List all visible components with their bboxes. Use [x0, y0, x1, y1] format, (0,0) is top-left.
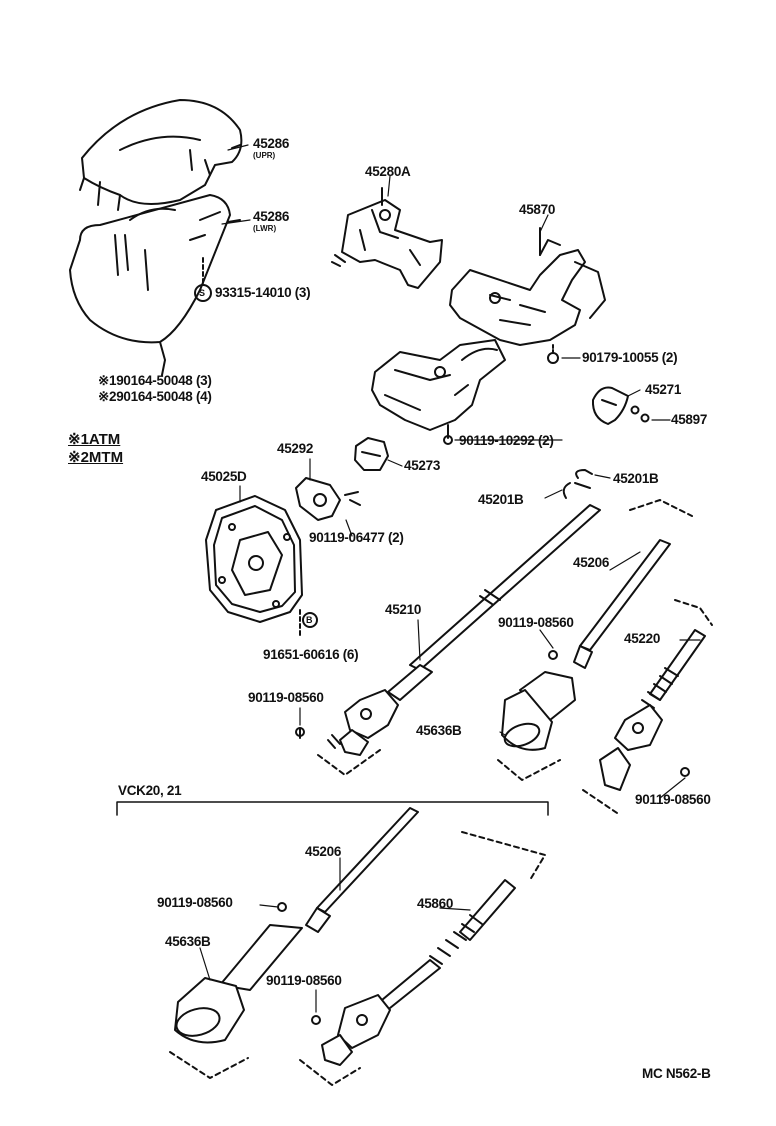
label-45210: 45210 — [385, 602, 422, 617]
lower-housing — [371, 339, 506, 431]
label-90179: 90179-10055 (2) — [582, 350, 678, 365]
s-mark-text: S — [199, 288, 206, 298]
label-45286-upr-sub: (UPR) — [253, 151, 276, 160]
snap-ring-b — [575, 469, 593, 479]
label-190164: ※190164-50048 (3) — [98, 373, 212, 388]
lower-column-cover — [69, 194, 231, 376]
label-90119-10292: 90119-10292 (2) — [459, 433, 554, 448]
label-45286-lwr-sub: (LWR) — [253, 224, 277, 233]
bolt-90119-08560-b — [680, 767, 690, 777]
label-45206-bottom: 45206 — [305, 844, 342, 859]
tilt-bracket-45280a — [331, 199, 443, 289]
label-290164: ※290164-50048 (4) — [98, 389, 212, 404]
plate-45292 — [295, 477, 341, 521]
boot-45636b-lower — [174, 924, 303, 1044]
bolt-90119-08560-e — [311, 1015, 321, 1025]
label-90119-08560-a: 90119-08560 — [498, 615, 574, 630]
label-90119-08560-d: 90119-08560 — [157, 895, 233, 910]
snap-ring-a — [562, 482, 591, 499]
label-45636b-top: 45636B — [416, 723, 462, 738]
screw-45897 — [630, 405, 640, 415]
label-93315: 93315-14010 (3) — [215, 285, 311, 300]
intermediate-shaft-lower — [305, 807, 419, 933]
label-45636b-bottom: 45636B — [165, 934, 211, 949]
label-45286-upr: 45286 — [253, 136, 290, 151]
label-45860: 45860 — [417, 896, 454, 911]
shaft-bellows-45220 — [599, 629, 706, 791]
column-tube-45870 — [449, 227, 606, 346]
label-45201b-right: 45201B — [613, 471, 659, 486]
label-91651: 91651-60616 (6) — [263, 647, 359, 662]
boot-45636b-upper — [501, 671, 576, 751]
bolt-90119-08560-a — [548, 650, 558, 660]
label-45286-lwr: 45286 — [253, 209, 290, 224]
legend-mtm: ※2MTM — [68, 449, 124, 466]
label-90119-08560-e: 90119-08560 — [266, 973, 342, 988]
dash-box-shaft — [317, 749, 381, 776]
vck-bracket — [116, 801, 549, 816]
label-45292: 45292 — [277, 441, 314, 456]
intermediate-shaft-upper — [573, 539, 671, 669]
leader-lines — [199, 144, 701, 1013]
bolt-90119-08560-d — [277, 902, 287, 912]
label-45897: 45897 — [671, 412, 708, 427]
label-45280a: 45280A — [365, 164, 411, 179]
upper-column-cover — [79, 99, 243, 211]
label-90119-06477: 90119-06477 (2) — [309, 530, 404, 545]
label-90119-08560-c: 90119-08560 — [248, 690, 324, 705]
shaft-bellows-45860 — [321, 879, 516, 1066]
label-45870: 45870 — [519, 202, 556, 217]
bolt-90119-10292 — [443, 435, 453, 445]
label-45201b-left: 45201B — [478, 492, 524, 507]
label-45273: 45273 — [404, 458, 441, 473]
label-45220: 45220 — [624, 631, 661, 646]
b-mark-text: B — [306, 615, 313, 625]
clip-45271 — [591, 386, 629, 425]
label-90119-08560-b: 90119-08560 — [635, 792, 711, 807]
b-mark-circle — [302, 612, 318, 628]
label-vck: VCK20, 21 — [118, 783, 182, 798]
label-45271: 45271 — [645, 382, 682, 397]
diagram-code: MC N562-B — [642, 1066, 711, 1081]
nut-90179 — [547, 352, 559, 364]
label-45206-top: 45206 — [573, 555, 610, 570]
label-45025d: 45025D — [201, 469, 247, 484]
legend-atm: ※1ATM — [68, 431, 121, 448]
main-shaft-45210 — [327, 504, 601, 756]
s-mark-circle — [194, 284, 212, 302]
dust-seal-45025d — [205, 495, 303, 623]
